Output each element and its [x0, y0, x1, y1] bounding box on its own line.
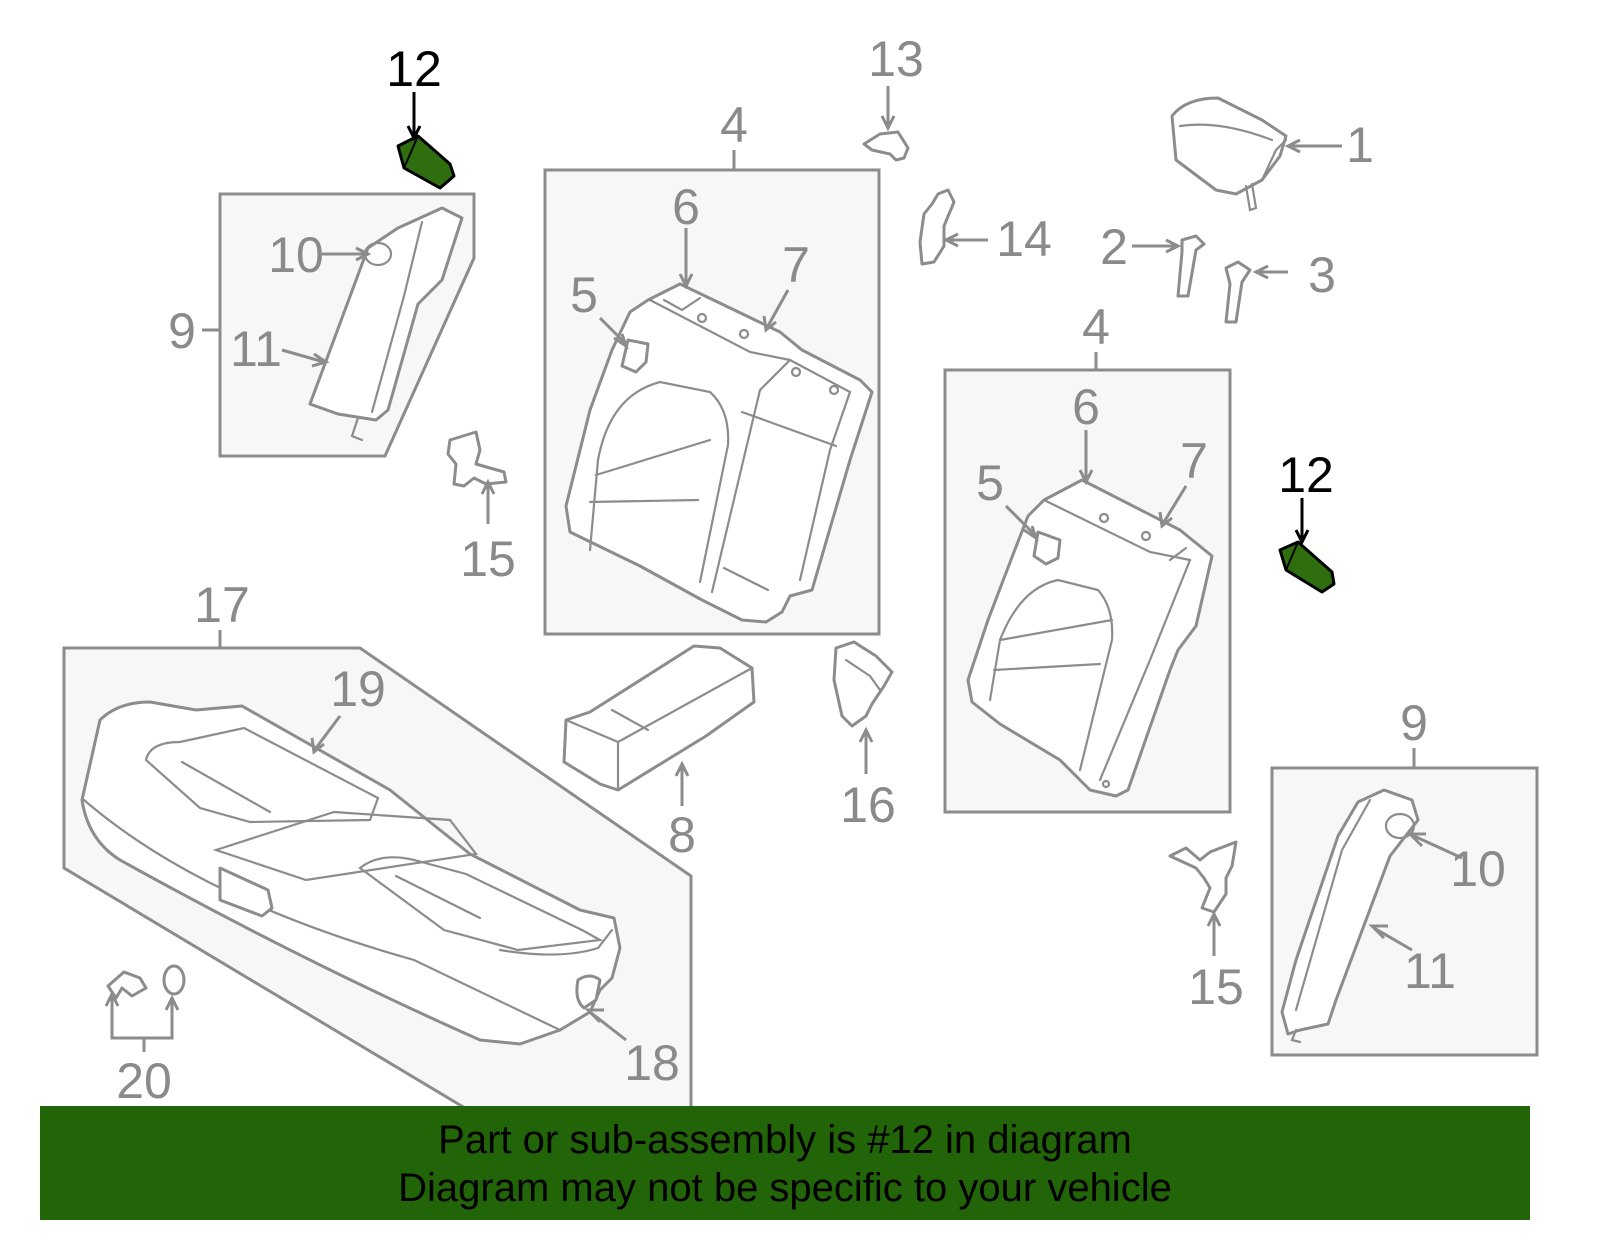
callout-12-left: 12 [386, 41, 442, 97]
callout-3: 3 [1308, 247, 1336, 303]
callout-12-right: 12 [1278, 447, 1334, 503]
banner-line-2: Diagram may not be specific to your vehi… [398, 1166, 1172, 1210]
callout-8: 8 [668, 807, 696, 863]
callout-labels: 12 10 9 11 15 4 6 5 7 13 14 1 2 3 4 6 5 … [116, 31, 1506, 1109]
callout-7-center: 7 [782, 237, 810, 293]
pad-8 [562, 644, 756, 792]
clip-13 [862, 130, 910, 162]
headrest-guide-2 [1176, 234, 1206, 298]
seat-cushion [80, 700, 622, 1046]
callout-10-left: 10 [268, 227, 324, 283]
seatback-center [564, 282, 874, 624]
headrest-guide-3 [1224, 260, 1252, 324]
info-banner: Part or sub-assembly is #12 in diagram D… [40, 1106, 1530, 1220]
callout-4-right: 4 [1082, 299, 1110, 355]
callout-10-right: 10 [1450, 841, 1506, 897]
bracket-15-right [1168, 840, 1238, 914]
callout-16: 16 [840, 777, 896, 833]
callout-15-left: 15 [460, 531, 516, 587]
clip-20a [106, 970, 148, 1000]
callout-1: 1 [1346, 117, 1374, 173]
side-bolster-right [1280, 788, 1420, 1044]
callout-11-right: 11 [1404, 943, 1456, 999]
callout-11-left: 11 [230, 321, 282, 377]
callout-15-right: 15 [1188, 959, 1244, 1015]
callout-4-center: 4 [720, 97, 748, 153]
callout-9-left: 9 [168, 303, 196, 359]
callout-9-right: 9 [1400, 695, 1428, 751]
callout-17: 17 [194, 577, 250, 633]
callout-14: 14 [996, 211, 1052, 267]
callout-18: 18 [624, 1035, 680, 1091]
callout-5-right: 5 [976, 455, 1004, 511]
callout-6-right: 6 [1072, 379, 1100, 435]
part-12-left [396, 134, 456, 190]
callout-13: 13 [868, 31, 924, 87]
callout-5-center: 5 [570, 267, 598, 323]
callout-19: 19 [330, 661, 386, 717]
seatback-right [966, 478, 1214, 798]
callout-7-right: 7 [1180, 433, 1208, 489]
bracket-14 [918, 188, 956, 266]
leader-lines [104, 86, 1463, 1052]
banner-line-1: Part or sub-assembly is #12 in diagram [438, 1118, 1132, 1162]
side-bolster-left [308, 206, 464, 442]
callout-2: 2 [1100, 219, 1128, 275]
headrest [1170, 96, 1288, 212]
bracket-16 [832, 640, 894, 728]
callout-20: 20 [116, 1053, 172, 1109]
callout-6-center: 6 [672, 179, 700, 235]
bracket-15-left [446, 430, 508, 488]
part-12-right [1278, 540, 1336, 594]
clip-20b [162, 964, 186, 996]
